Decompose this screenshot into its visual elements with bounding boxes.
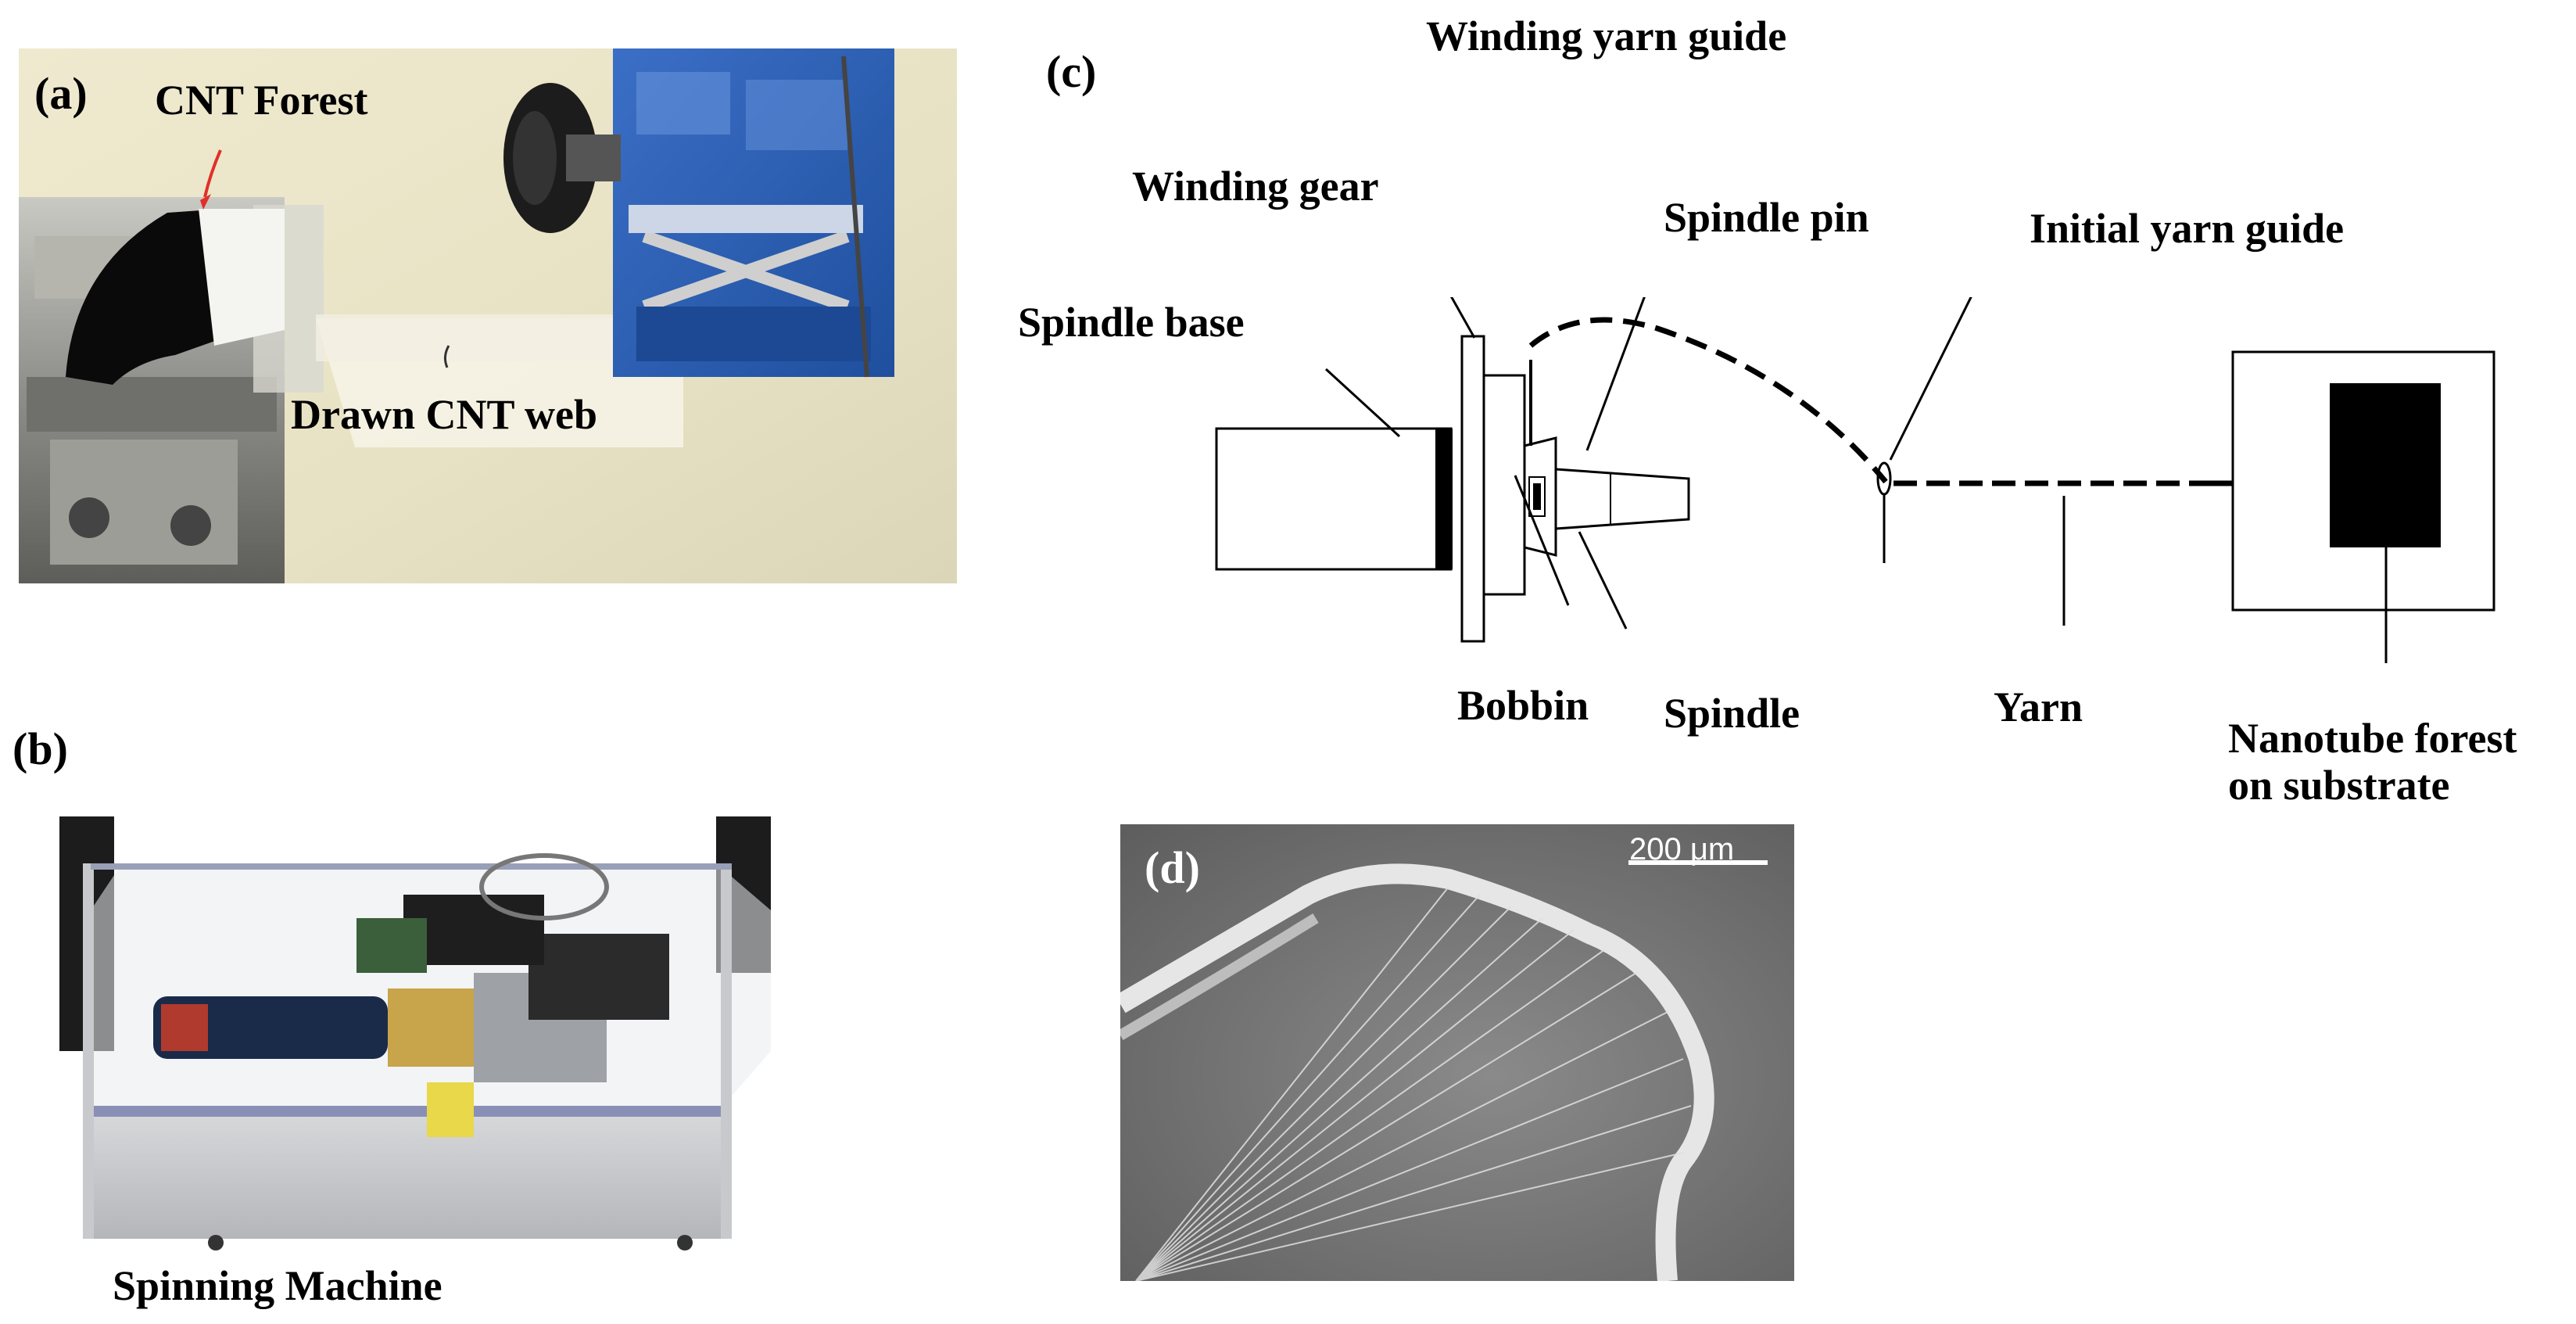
forest-callout-arrow: [203, 149, 222, 198]
panel-a-letter: (a): [34, 68, 88, 119]
winding-gear-shape: [1460, 335, 1485, 643]
panel-c-letter: (c): [1046, 46, 1097, 97]
scale-bar-label: 200 μm: [1629, 832, 1735, 867]
panel-d-letter: (d): [1145, 842, 1200, 893]
machine-base: [83, 1106, 732, 1239]
nanotube-forest-label: Nanotube forest on substrate: [2228, 715, 2517, 809]
yarn-path-curve: [1528, 317, 1888, 484]
spindle-pin-label: Spindle pin: [1664, 194, 1869, 241]
spindle-base-label: Spindle base: [1018, 299, 1245, 346]
photo-spinning-machine: [59, 816, 771, 1254]
panel-b-letter: (b): [13, 723, 68, 774]
adjustment-knob: [503, 83, 621, 233]
lab-jack: [613, 48, 894, 377]
spindle-label: Spindle: [1664, 690, 1800, 737]
photo-cnt-drawing-setup: [19, 48, 957, 583]
spinning-machine-caption: Spinning Machine: [113, 1262, 442, 1309]
spindle-base-shape: [1215, 427, 1453, 571]
spinning-schematic: [1215, 297, 2495, 663]
initial-yarn-guide-label: Initial yarn guide: [2030, 205, 2345, 252]
winding-yarn-guide-label: Winding yarn guide: [1426, 13, 1787, 59]
spindle-shape: [1554, 468, 1690, 530]
bobbin-label: Bobbin: [1457, 682, 1589, 729]
nanotube-forest-shape: [2330, 383, 2441, 547]
drive-motor: [153, 996, 388, 1059]
cnt-forest-label: CNT Forest: [155, 77, 368, 124]
leader-lines: [1324, 297, 2388, 663]
sem-image-yarn-twist: [1120, 824, 1794, 1281]
cnt-forest-block: [66, 209, 224, 385]
drawn-cnt-web-label: Drawn CNT web: [291, 391, 598, 438]
winding-gear-label: Winding gear: [1132, 163, 1379, 210]
yarn-label: Yarn: [1994, 684, 2083, 730]
